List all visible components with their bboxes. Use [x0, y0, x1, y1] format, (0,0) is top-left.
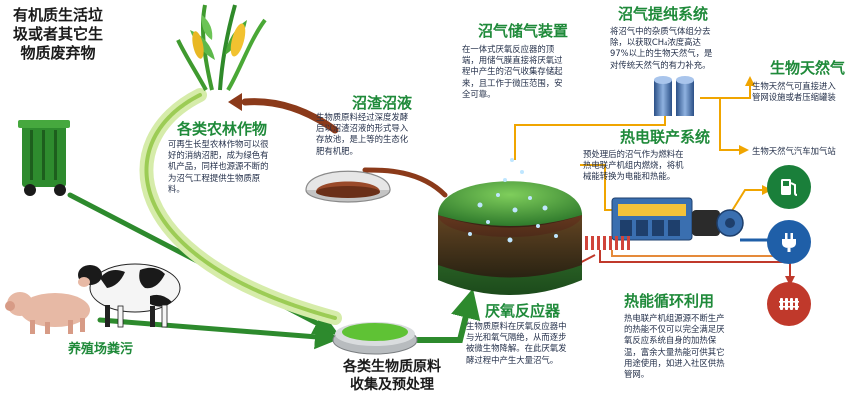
flow-manure-to-collection	[97, 317, 340, 350]
corn-crop-illustration	[176, 4, 267, 92]
flow-purification-to-pipeline	[700, 76, 755, 99]
flow-collection-to-reactor	[415, 288, 481, 343]
natural-gas-title: 生物天然气	[770, 59, 846, 77]
flow-chp-heat-line-1	[599, 250, 795, 286]
purification-tanks	[654, 76, 694, 116]
natural-gas-pipeline-desc: 生物天然气可直接进入 管网设施或者压缩罐装	[752, 81, 836, 103]
purification-desc: 将沼气中的杂质气体组分去 除，以获取CH₄浓度高达 97%以上的生物天然气，是 …	[610, 26, 713, 70]
anaerobic-reactor-title: 厌氧反应器	[485, 302, 561, 320]
crops-desc: 可再生长型农林作物可以很 好的消纳沼肥，成为绿色有 机产品，同样也源源不断的 为…	[168, 139, 269, 194]
green-waste-bin	[18, 120, 70, 196]
chp-title: 热电联产系统	[620, 128, 711, 146]
flow-chp-heat-line-2	[611, 250, 798, 257]
digestate-storage-tank	[305, 170, 391, 203]
pig-illustration	[5, 292, 90, 334]
anaerobic-reactor-desc: 生物质原料在厌氧反应器中 与光和氧气隔绝，从而逐步 被微生物降解。在此厌氧发 酵…	[466, 321, 567, 365]
flow-reactor-to-digestate	[362, 167, 448, 198]
livestock-manure-label: 养殖场粪污	[68, 342, 134, 357]
chp-desc: 预处理后的沼气作为燃料在 热电联产机组内燃烧，将机 械能转换为电能和热能。	[583, 149, 684, 182]
power-plug-icon	[767, 220, 811, 264]
biomass-collection-tank	[332, 322, 418, 355]
crops-title: 各类农林作物	[177, 120, 268, 138]
purification-title: 沼气提纯系统	[618, 5, 709, 23]
flow-purification-to-station	[700, 97, 749, 155]
biomass-collection-label: 各类生物质原料 收集及预处理	[343, 359, 441, 393]
natural-gas-station-desc: 生物天然气汽车加气站	[752, 146, 836, 156]
flow-gas-to-chp	[580, 164, 615, 211]
heat-exchanger-pipes	[585, 236, 630, 250]
heat-recycling-desc: 热电联产机组源源不断生产 的热能不仅可以完全满足厌 氧反应系统自身的加热保 温，…	[624, 313, 725, 380]
flow-digestate-to-crops	[241, 98, 339, 134]
gas-storage-title: 沼气储气装置	[478, 22, 569, 40]
digestate-desc: 生物质原料经过深度发酵 后以沼渣沼液的形式导入 存放池，是上等的生态化 肥有机肥…	[316, 112, 409, 156]
digestate-title: 沼渣沼液	[352, 94, 413, 112]
radiator-icon	[767, 282, 811, 326]
fuel-pump-icon	[767, 165, 811, 209]
heat-recycling-title: 热能循环利用	[624, 292, 715, 310]
gas-storage-desc: 在一体式厌氧反应器的顶 端，用储气膜直接将厌氧过 程中产生的沼气收集存储起 来，…	[462, 44, 563, 99]
waste-source-label: 有机质生活垃 圾或者其它生 物质废弃物	[12, 6, 103, 62]
biogas-bubbles	[468, 158, 558, 243]
chp-generator-unit	[611, 197, 744, 241]
cow-illustration	[78, 263, 181, 328]
anaerobic-reactor-illustration	[438, 158, 582, 295]
